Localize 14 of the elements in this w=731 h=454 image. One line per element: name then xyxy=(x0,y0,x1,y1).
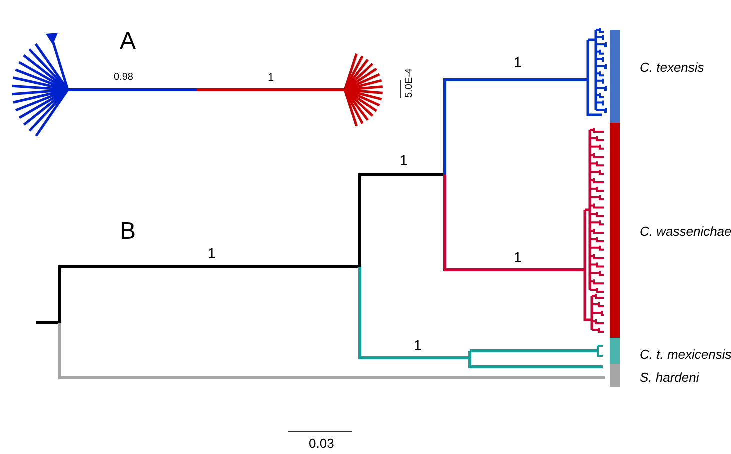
support-value: 1 xyxy=(268,73,274,84)
support-value: 1 xyxy=(514,55,522,69)
scale-label: 0.03 xyxy=(309,437,334,450)
support-value: 1 xyxy=(414,338,422,352)
support-value: 0.98 xyxy=(114,73,134,83)
support-value: 1 xyxy=(400,153,408,167)
taxon-label: C. texensis xyxy=(640,61,704,74)
support-value: 1 xyxy=(208,246,216,260)
panel-label: A xyxy=(120,30,136,54)
taxon-label: C. wassenichae xyxy=(640,225,731,238)
panel-label: B xyxy=(120,220,136,244)
support-value: 1 xyxy=(514,250,522,264)
scale-label: 5.0E-4 xyxy=(405,68,415,98)
taxon-label: S. hardeni xyxy=(640,371,700,384)
